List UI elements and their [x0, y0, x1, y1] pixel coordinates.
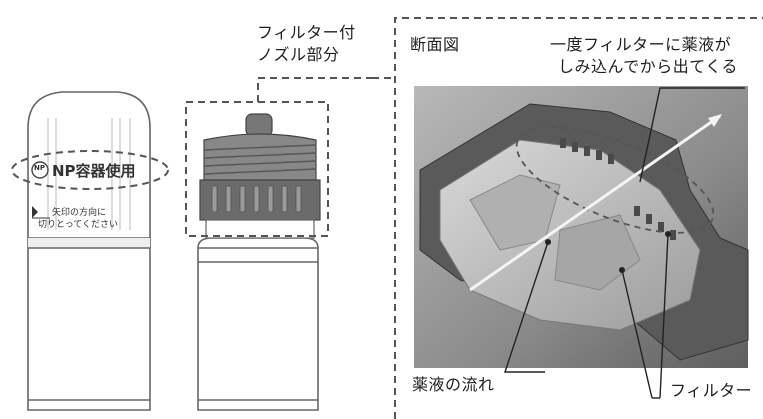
liquid-flow-label: 薬液の流れ	[410, 374, 497, 396]
nozzle-cap	[199, 113, 321, 239]
liquid-flow-line	[469, 114, 721, 292]
filter-label: フィルター	[668, 380, 755, 402]
absorb-note-line2: しみ込んでから出てくる	[558, 57, 738, 76]
absorb-note-line1: 一度フィルターに薬液が	[550, 35, 732, 54]
bottle-with-nozzle	[197, 237, 319, 411]
np-container-text: NP容器使用	[52, 162, 136, 180]
np-logo-text: NP	[34, 164, 45, 172]
section-title: 断面図	[410, 35, 460, 54]
tear-arrow-icon	[32, 206, 38, 218]
tear-instruction-line1: 矢印の方向に	[52, 208, 107, 218]
filter-nozzle-label-line1: フィルター付	[257, 23, 356, 42]
nozzle-dashed-box	[185, 101, 329, 237]
np-dashed-ellipse	[11, 150, 169, 190]
tear-instruction-line2: 切りとってください	[38, 220, 119, 230]
np-logo-icon	[31, 161, 49, 179]
filter-nozzle-label-line2: ノズル部分	[257, 45, 340, 64]
filter-dashed-ellipse	[515, 126, 715, 234]
